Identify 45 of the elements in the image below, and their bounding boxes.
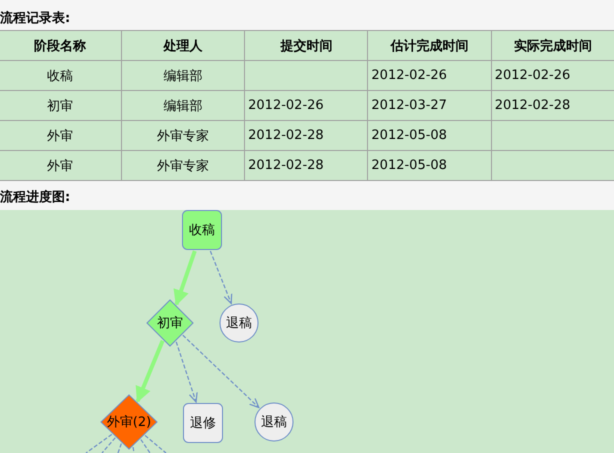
column-header: 实际完成时间 — [491, 30, 614, 60]
date-entry: 2012-02-26 — [244, 90, 368, 120]
column-header: 估计完成时间 — [368, 30, 492, 60]
date-entry: 2012-02-28 — [244, 120, 368, 150]
connector-line — [140, 439, 150, 453]
progress-arrow — [174, 250, 197, 306]
node-label: 初审 — [157, 315, 183, 332]
dashed-arrow — [210, 250, 232, 304]
stage-diamond — [100, 394, 158, 450]
revise-box — [183, 403, 223, 443]
date-entry: 2012-03-27 — [368, 90, 492, 120]
table-entry: 收稿 — [0, 60, 122, 90]
table-entry: 外审 — [0, 120, 122, 150]
reject-circle — [219, 303, 259, 343]
connector-line — [86, 434, 112, 453]
table-entry: 外审 — [0, 150, 122, 180]
node-label: 收稿 — [189, 222, 215, 239]
reject-circle — [254, 402, 294, 442]
dashed-arrow — [182, 334, 260, 408]
progress-arrow — [136, 340, 165, 403]
table-entry: 外审专家 — [122, 150, 245, 180]
node-label: 退稿 — [261, 414, 287, 431]
date-entry: 2012-05-08 — [368, 150, 492, 180]
column-header: 阶段名称 — [0, 30, 122, 60]
column-header: 提交时间 — [244, 30, 368, 60]
date-entry: 2012-05-08 — [368, 120, 492, 150]
stage-box — [182, 210, 222, 250]
node-label: 退稿 — [226, 315, 252, 332]
section-heading: 流程记录表: — [0, 10, 70, 27]
connector-line — [102, 437, 116, 453]
connector-line — [144, 435, 166, 453]
column-header: 处理人 — [122, 30, 245, 60]
table-entry: 初审 — [0, 90, 122, 120]
table-entry: 外审专家 — [122, 120, 245, 150]
table-entry: 编辑部 — [122, 60, 245, 90]
connector-line — [132, 447, 135, 453]
node-label: 外审(2) — [106, 414, 152, 431]
date-entry: 2012-02-26 — [368, 60, 492, 90]
date-entry: 2012-02-28 — [244, 150, 368, 180]
table-entry: 编辑部 — [122, 90, 245, 120]
connector-line — [117, 443, 122, 453]
stage-diamond — [146, 299, 194, 347]
dashed-arrow — [176, 342, 198, 403]
node-label: 退修 — [190, 415, 216, 432]
section-heading: 流程进度图: — [0, 188, 70, 206]
